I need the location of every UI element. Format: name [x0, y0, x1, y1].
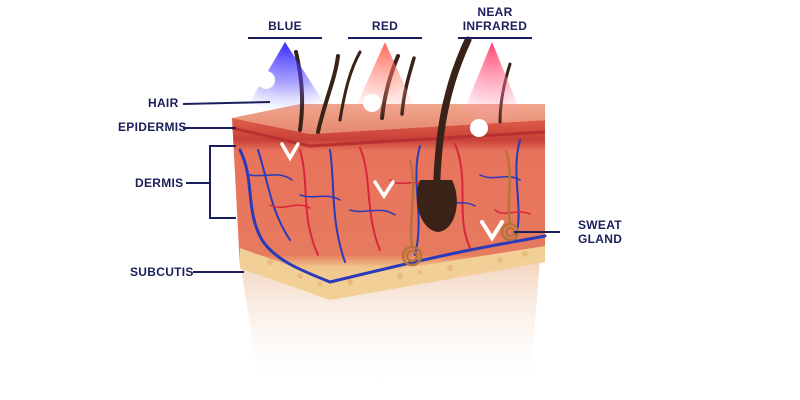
hair-pointer: [182, 101, 271, 105]
epidermis-layer: [231, 126, 546, 148]
dermis-label: DERMIS: [135, 176, 184, 190]
red-label: RED: [371, 19, 399, 33]
subcutis-label: SUBCUTIS: [130, 265, 194, 279]
blue-penetration-arrow: [280, 98, 300, 162]
red-light-source-dot: [363, 94, 381, 112]
near-infrared-label-line2: INFRARED: [462, 19, 528, 33]
skin-cross-section: [232, 118, 545, 300]
near-infrared-light-source-dot: [470, 119, 488, 137]
blue-light-beam: [244, 42, 330, 112]
near-infrared-label-line1: NEAR: [477, 5, 513, 19]
sweat-gland-label-line1: SWEAT: [578, 218, 622, 232]
near-infrared-label: NEAR INFRARED: [440, 5, 550, 33]
near-infrared-light-beam: [458, 42, 526, 125]
hair-follicle: [416, 180, 457, 232]
near-infrared-penetration-arrow: [480, 138, 504, 242]
dermis-bracket: [186, 145, 236, 219]
epidermis-label: EPIDERMIS: [118, 120, 187, 134]
red-penetration-arrow: [373, 112, 395, 200]
hair-label: HAIR: [148, 96, 179, 110]
blue-label: BLUE: [268, 19, 302, 33]
subcutis-layer: [240, 246, 545, 300]
fat-cells: [267, 251, 528, 287]
sweat-gland-label: SWEAT GLAND: [578, 218, 622, 246]
blue-light-source-dot: [257, 71, 275, 89]
sweat-gland-label-line2: GLAND: [578, 232, 623, 246]
